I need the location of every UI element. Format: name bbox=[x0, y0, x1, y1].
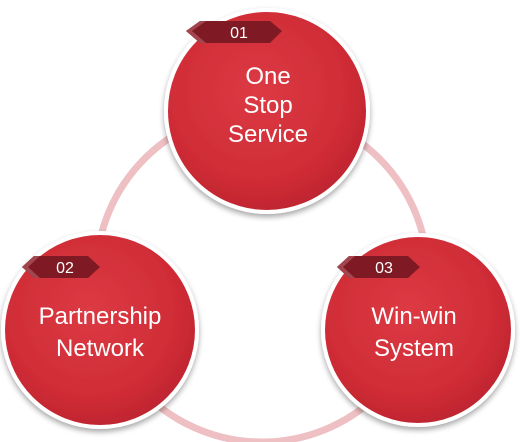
node-label-line: Partnership bbox=[39, 303, 162, 330]
node-label-line: System bbox=[374, 335, 454, 362]
number-tag: 01 bbox=[186, 21, 282, 43]
number-tag: 02 bbox=[22, 256, 100, 278]
node-win-win-system: 03 Win-win System bbox=[321, 233, 515, 427]
node-label-line: One bbox=[245, 63, 290, 90]
node-circle bbox=[164, 8, 370, 214]
tag-number: 01 bbox=[230, 25, 248, 42]
node-partnership-network: 02 Partnership Network bbox=[1, 231, 199, 429]
node-label-line: Network bbox=[56, 335, 145, 362]
node-label-line: Stop bbox=[243, 92, 292, 119]
node-label-line: Win-win bbox=[371, 303, 456, 330]
tag-number: 02 bbox=[56, 260, 74, 277]
node-label-line: Service bbox=[228, 121, 308, 148]
tag-number: 03 bbox=[375, 260, 393, 277]
node-circle bbox=[1, 231, 199, 429]
number-tag: 03 bbox=[337, 256, 420, 278]
node-one-stop-service: 01 One Stop Service bbox=[164, 8, 370, 214]
node-circle bbox=[321, 233, 515, 427]
